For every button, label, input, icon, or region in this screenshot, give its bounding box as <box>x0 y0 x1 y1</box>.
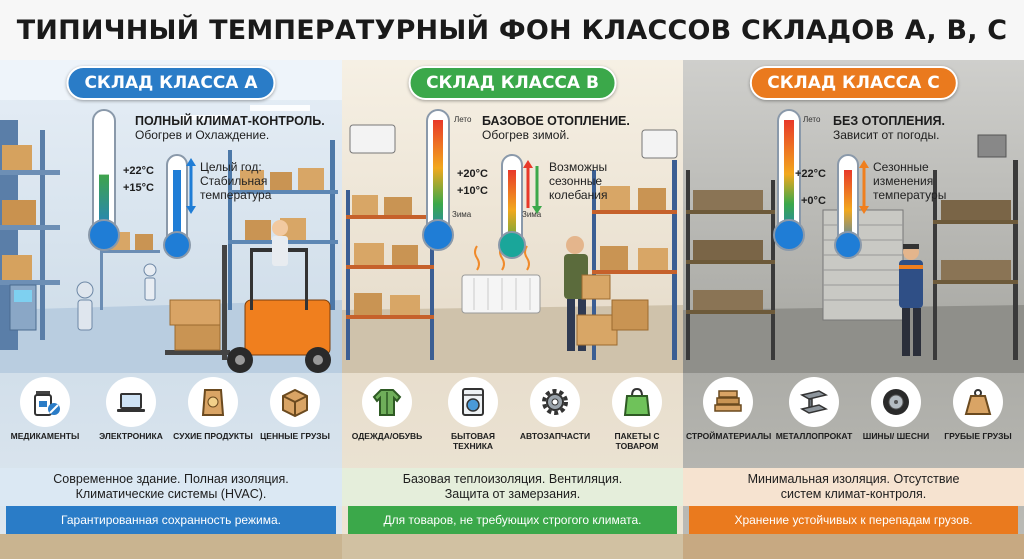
class-b-side-line: колебания <box>549 188 608 202</box>
goods-label: МЕДИКАМЕНТЫ <box>10 431 80 441</box>
goods-label: ПАКЕТЫ С ТОВАРОМ <box>614 431 660 451</box>
panel-class-a: СКЛАД КЛАССА A ПОЛНЫЙ КЛИМАТ-КОНТРОЛЬ. О… <box>0 60 342 559</box>
goods-item: ГРУБЫЕ ГРУЗЫ <box>936 377 1020 441</box>
goods-label: ОДЕЖДА/ОБУВЬ <box>351 431 423 441</box>
goods-label: ЭЛЕКТРОНИКА <box>99 431 163 441</box>
goods-label: АВТОЗАПЧАСТИ <box>519 431 591 441</box>
class-b-floor-strip <box>342 534 683 559</box>
class-c-side-line: температуры <box>873 188 947 202</box>
weight-icon <box>953 377 1003 427</box>
class-b-headline-sub: Обогрев зимой. <box>482 128 570 142</box>
tire-icon <box>871 377 921 427</box>
class-a-side-line: температура <box>200 188 272 202</box>
class-b-season-bottom: Зима <box>452 210 472 219</box>
goods-item: МЕТАЛЛОПРОКАТ <box>772 377 856 441</box>
dry-food-icon <box>188 377 238 427</box>
class-a-temp-high: +22°C <box>123 165 155 177</box>
class-c-description: Минимальная изоляция. Отсутствие систем … <box>683 468 1024 506</box>
goods-item: АВТОЗАПЧАСТИ <box>513 377 597 441</box>
goods-label: СТРОЙМАТЕРИАЛЫ <box>686 431 772 441</box>
goods-item: ПАКЕТЫ С ТОВАРОМ <box>595 377 679 451</box>
goods-item: ЭЛЕКТРОНИКА <box>89 377 173 441</box>
class-b-headline-title: БАЗОВОЕ ОТОПЛЕНИЕ. <box>482 114 630 128</box>
warehouse-a-illustration <box>0 60 342 373</box>
goods-label: ЦЕННЫЕ ГРУЗЫ <box>260 431 330 441</box>
laptop-icon <box>106 377 156 427</box>
class-b-temp-low: +10°C <box>457 185 489 197</box>
class-b-side-line: Возможны <box>549 160 608 174</box>
lumber-icon <box>703 377 753 427</box>
class-b-season-bottom: Зима <box>522 210 542 219</box>
class-b-temp-high: +20°C <box>457 168 489 180</box>
class-b-side-text: Возможны сезонные колебания <box>549 160 607 202</box>
panel-class-b: СКЛАД КЛАССА B Лето БАЗОВОЕ ОТОПЛЕНИЕ. О… <box>342 60 683 559</box>
warehouse-c-illustration <box>683 109 1024 373</box>
class-a-description: Современное здание. Полная изоляция. Кли… <box>0 468 342 506</box>
goods-item: ОДЕЖДА/ОБУВЬ <box>345 377 429 441</box>
class-a-headline-title: ПОЛНЫЙ КЛИМАТ-КОНТРОЛЬ. <box>135 114 325 128</box>
page-title: ТИПИЧНЫЙ ТЕМПЕРАТУРНЫЙ ФОН КЛАССОВ СКЛАД… <box>0 0 1024 60</box>
jacket-icon <box>362 377 412 427</box>
scene-class-c: СКЛАД КЛАССА C Лето БЕЗ ОТОПЛЕНИЯ. Завис… <box>683 60 1024 373</box>
class-b-banner: Для товаров, не требующих строгого клима… <box>348 506 677 534</box>
class-a-description-line: Климатические системы (HVAC). <box>75 487 267 501</box>
goods-item: СТРОЙМАТЕРИАЛЫ <box>686 377 772 441</box>
class-b-goods: ОДЕЖДА/ОБУВЬ БЫТОВАЯ ТЕХНИКА АВТОЗАПЧАСТ… <box>342 373 683 468</box>
class-c-side-text: Сезонные изменения температуры <box>873 160 946 202</box>
steel-beam-icon <box>789 377 839 427</box>
goods-item: МЕДИКАМЕНТЫ <box>3 377 87 441</box>
goods-item: СУХИЕ ПРОДУКТЫ <box>171 377 255 441</box>
box-icon <box>270 377 320 427</box>
goods-label: ГРУБЫЕ ГРУЗЫ <box>944 431 1012 441</box>
goods-item: БЫТОВАЯ ТЕХНИКА <box>431 377 515 451</box>
class-c-side-line: изменения <box>873 174 934 188</box>
goods-label: ШИНЫ/ ШЕСНИ <box>862 431 930 441</box>
gear-icon <box>530 377 580 427</box>
class-c-season-top: Лето <box>803 115 821 124</box>
class-b-side-line: сезонные <box>549 174 603 188</box>
class-c-headline-title: БЕЗ ОТОПЛЕНИЯ. <box>833 114 945 128</box>
class-a-side-line: Целый год: <box>200 160 262 174</box>
shopping-bag-icon <box>612 377 662 427</box>
class-a-goods: МЕДИКАМЕНТЫ ЭЛЕКТРОНИКА СУХИЕ ПРОДУКТЫ Ц… <box>0 373 342 468</box>
class-c-banner: Хранение устойчивых к перепадам грузов. <box>689 506 1018 534</box>
class-b-season-top: Лето <box>454 115 472 124</box>
class-a-side-text: Целый год: Стабильная температура <box>200 160 271 202</box>
panel-class-c: СКЛАД КЛАССА C Лето БЕЗ ОТОПЛЕНИЯ. Завис… <box>683 60 1024 559</box>
class-a-pill: СКЛАД КЛАССА A <box>66 66 276 100</box>
warehouse-b-illustration <box>342 109 683 373</box>
washing-machine-icon <box>448 377 498 427</box>
scene-class-a: СКЛАД КЛАССА A ПОЛНЫЙ КЛИМАТ-КОНТРОЛЬ. О… <box>0 60 342 373</box>
class-c-description-line: Минимальная изоляция. Отсутствие <box>747 472 960 486</box>
class-b-description-line: Защита от замерзания. <box>444 487 581 501</box>
class-c-side-line: Сезонные <box>873 160 929 174</box>
class-b-pill: СКЛАД КЛАССА B <box>408 66 617 100</box>
class-c-headline: БЕЗ ОТОПЛЕНИЯ. Зависит от погоды. <box>833 114 945 142</box>
class-a-description-line: Современное здание. Полная изоляция. <box>53 472 289 486</box>
class-c-pill: СКЛАД КЛАССА C <box>749 66 958 100</box>
class-c-temp-low: +0°C <box>801 195 826 207</box>
goods-label: БЫТОВАЯ ТЕХНИКА <box>451 431 495 451</box>
class-a-headline-sub: Обогрев и Охлаждение. <box>135 128 270 142</box>
goods-label: МЕТАЛЛОПРОКАТ <box>775 431 853 441</box>
class-c-floor-strip <box>683 534 1024 559</box>
goods-label: СУХИЕ ПРОДУКТЫ <box>173 431 253 441</box>
class-b-description-line: Базовая теплоизоляция. Вентиляция. <box>402 472 623 486</box>
class-c-temp-high: +22°C <box>795 168 827 180</box>
class-c-goods: СТРОЙМАТЕРИАЛЫ МЕТАЛЛОПРОКАТ ШИНЫ/ ШЕСНИ… <box>683 373 1024 468</box>
class-a-temp-low: +15°C <box>123 182 155 194</box>
class-b-description: Базовая теплоизоляция. Вентиляция. Защит… <box>342 468 683 506</box>
class-b-headline: БАЗОВОЕ ОТОПЛЕНИЕ. Обогрев зимой. <box>482 114 630 142</box>
scene-class-b: СКЛАД КЛАССА B Лето БАЗОВОЕ ОТОПЛЕНИЕ. О… <box>342 60 683 373</box>
class-a-side-line: Стабильная <box>200 174 268 188</box>
medicine-icon <box>20 377 70 427</box>
class-c-description-line: систем климат-контроля. <box>780 487 927 501</box>
goods-item: ЦЕННЫЕ ГРУЗЫ <box>253 377 337 441</box>
class-a-banner: Гарантированная сохранность режима. <box>6 506 336 534</box>
goods-item: ШИНЫ/ ШЕСНИ <box>854 377 938 441</box>
class-a-floor-strip <box>0 534 342 559</box>
class-c-headline-sub: Зависит от погоды. <box>833 128 940 142</box>
class-a-headline: ПОЛНЫЙ КЛИМАТ-КОНТРОЛЬ. Обогрев и Охлажд… <box>135 114 325 142</box>
